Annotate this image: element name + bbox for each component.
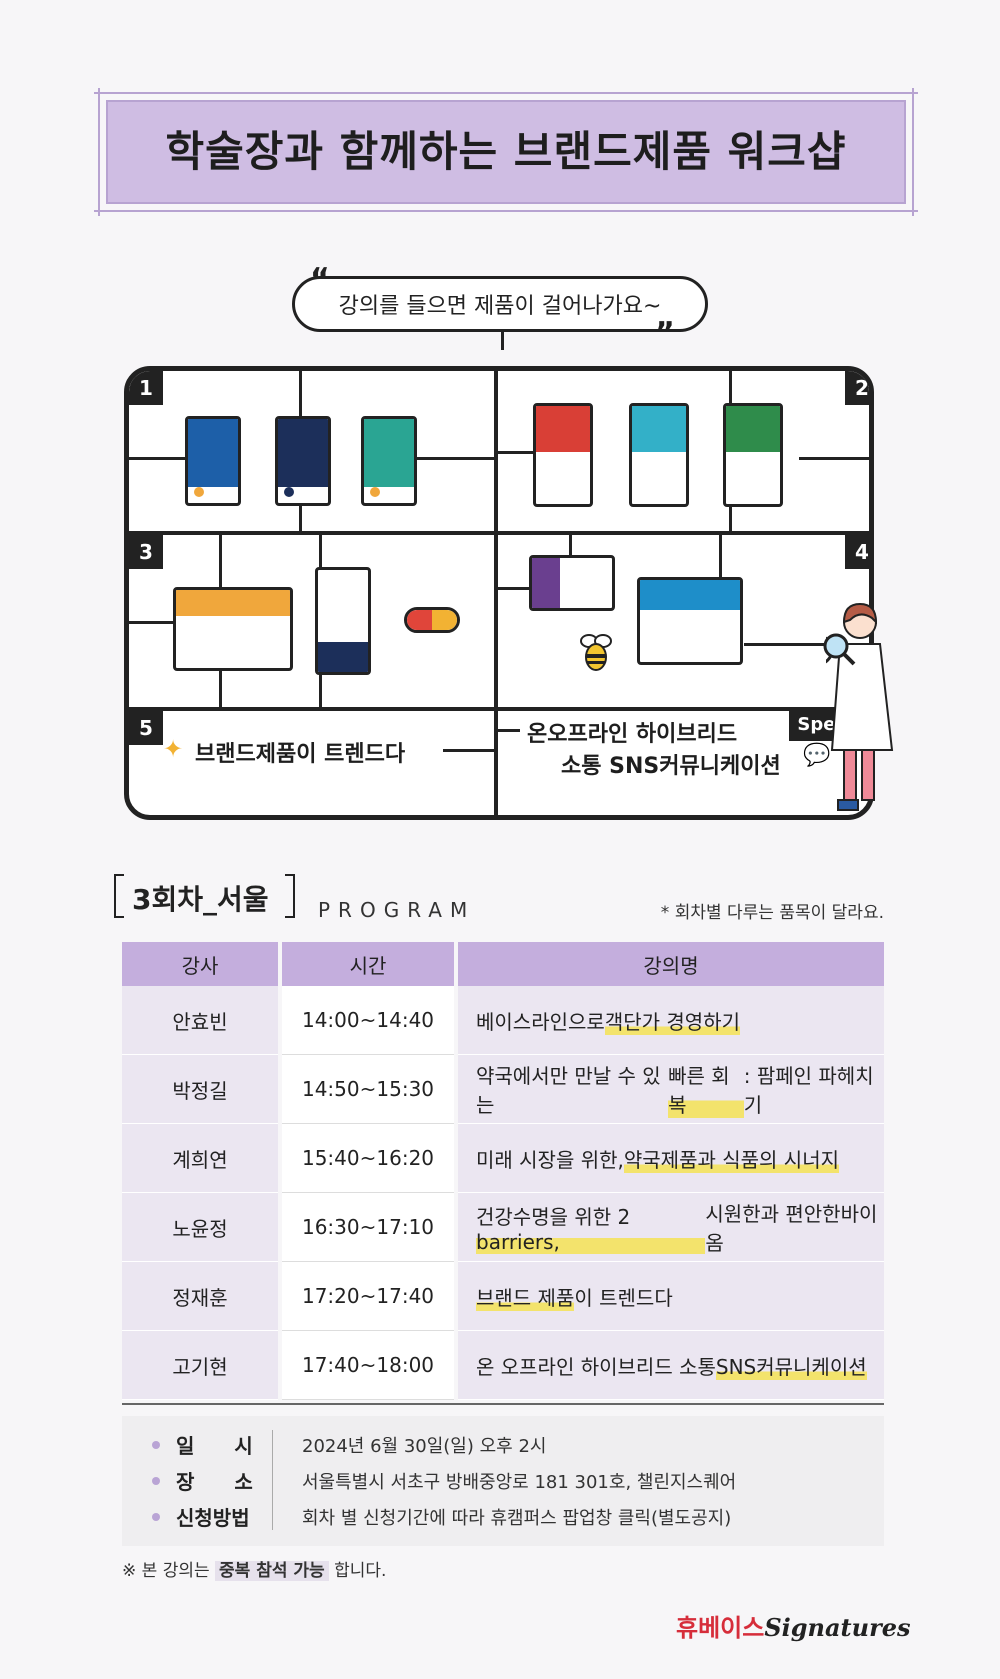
product-package (173, 587, 293, 671)
pill-icon (404, 607, 460, 633)
title-banner: 학술장과 함께하는 브랜드제품 워크샵 (94, 88, 918, 216)
product-package (529, 555, 615, 611)
header-speaker: 강사 (122, 942, 278, 986)
info-value-place: 서울특별시 서초구 방배중앙로 181 301호, 챌린지스퀘어 (302, 1472, 737, 1493)
info-label-apply: 신청방법 (152, 1502, 250, 1531)
quote-open-icon: “ (310, 262, 330, 297)
cell-number-4: 4 (845, 535, 869, 569)
header-time: 시간 (282, 942, 454, 986)
product-package (275, 416, 331, 506)
chat-bubble-icon: 💬 (803, 743, 831, 768)
footnote: ※ 본 강의는 중복 참석 가능 합니다. (122, 1561, 387, 1581)
program-note: * 회차별 다루는 품목이 달라요. (660, 903, 884, 923)
info-value-date: 2024년 6월 30일(일) 오후 2시 (302, 1436, 547, 1457)
table-row: 고기현 17:40~18:00 온 오프라인 하이브리드 소통 SNS커뮤니케이… (122, 1331, 884, 1400)
cell-number-5: 5 (129, 711, 163, 745)
info-value-apply: 회차 별 신청기간에 따라 휴캠퍼스 팝업창 클릭(별도공지) (302, 1508, 732, 1529)
cell-number-1: 1 (129, 371, 163, 405)
quote-close-icon: ” (655, 316, 675, 351)
brand-logo: 휴베이스Signatures (676, 1613, 911, 1642)
program-table: 강사 시간 강의명 안효빈 14:00~14:40 베이스라인으로 객단가 경영… (122, 942, 884, 1400)
product-board: 1 2 3 4 5 Special ✦ 브랜 (124, 366, 874, 820)
product-package (629, 403, 689, 507)
product-package (361, 416, 417, 506)
product-package (533, 403, 593, 507)
header-lecture: 강의명 (458, 942, 884, 986)
bee-icon (580, 634, 612, 671)
info-label-place: 장 소 (152, 1466, 253, 1495)
program-label: PROGRAM (318, 898, 476, 922)
info-box: 일 시 2024년 6월 30일(일) 오후 2시 장 소 서울특별시 서초구 … (122, 1416, 884, 1546)
speech-bubble: 강의를 들으면 제품이 걸어나가요~ (292, 276, 708, 350)
product-package (315, 567, 371, 675)
table-row: 박정길 14:50~15:30 약국에서만 만날 수 있는 빠른 회복 : 팜페… (122, 1055, 884, 1124)
table-row: 노윤정 16:30~17:10 건강수명을 위한 2 barriers, 시원한… (122, 1193, 884, 1262)
special-text-line2: 소통 SNS커뮤니케이션 (561, 754, 781, 779)
product-package (723, 403, 783, 507)
info-label-date: 일 시 (152, 1430, 253, 1459)
table-divider (122, 1403, 884, 1405)
cell5-text: 브랜드제품이 트렌드다 (195, 742, 406, 767)
magnifier-icon (823, 633, 856, 666)
sparkle-icon: ✦ (163, 735, 184, 763)
session-label: 3회차_서울 (114, 874, 295, 918)
table-row: 계희연 15:40~16:20 미래 시장을 위한, 약국제품과 식품의 시너지 (122, 1124, 884, 1193)
table-header: 강사 시간 강의명 (122, 942, 884, 986)
special-text-line1: 온오프라인 하이브리드 (527, 722, 738, 747)
scientist-illustration (826, 602, 894, 811)
page-title: 학술장과 함께하는 브랜드제품 워크샵 (165, 127, 847, 176)
table-row: 안효빈 14:00~14:40 베이스라인으로 객단가 경영하기 (122, 986, 884, 1055)
product-package (637, 577, 743, 665)
cell-number-2: 2 (845, 371, 869, 405)
cell-number-3: 3 (129, 535, 163, 569)
bubble-text: 강의를 들으면 제품이 걸어나가요~ (338, 294, 662, 319)
product-package (185, 416, 241, 506)
